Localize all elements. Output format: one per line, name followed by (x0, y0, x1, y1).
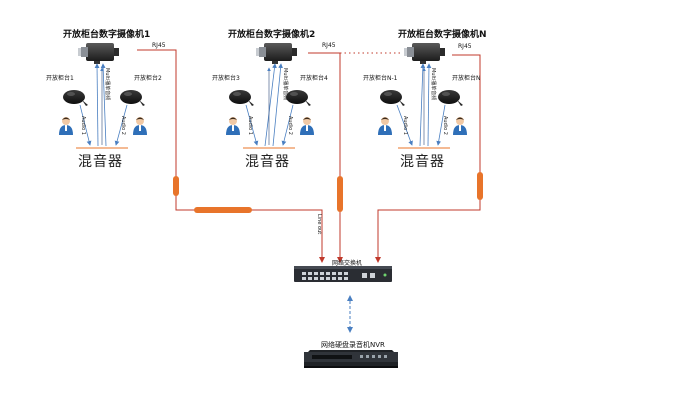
mixer-label: 混音器 (400, 154, 445, 170)
audio-right-label: Audio 2 (442, 116, 448, 135)
nvr-label: 网络硬盘录音机NVR (321, 341, 385, 349)
audio-feed-label: Multi播单音频 (430, 68, 436, 101)
mic-left-label: 开放柜台1 (46, 75, 74, 82)
person-icon (133, 117, 147, 135)
rj45-label: RJ45 (458, 43, 472, 50)
mic-left-label: 开放柜台N-1 (363, 75, 398, 82)
camera-icon (78, 43, 119, 64)
mixer-label: 混音器 (78, 154, 123, 170)
nvr-recorder (304, 350, 398, 368)
audio-left-label: Audio 1 (247, 116, 253, 135)
audio-left-label: Audio 1 (80, 116, 86, 135)
line-out-label: Line out (316, 214, 322, 235)
microphone-icon (380, 90, 405, 106)
rj45-label: RJ45 (322, 42, 336, 49)
rj45-label: RJ45 (152, 42, 166, 49)
microphone-icon (229, 90, 254, 106)
camera-group (378, 43, 467, 149)
microphone-icon (438, 90, 463, 106)
microphone-icon (120, 90, 145, 106)
audio-right-label: Audio 2 (287, 116, 293, 135)
person-icon (226, 117, 240, 135)
camera-icon (404, 43, 445, 64)
camera-title: 开放柜台数字摄像机1 (63, 30, 151, 40)
ferrite-cores (173, 172, 483, 213)
camera-title: 开放柜台数字摄像机N (398, 30, 487, 40)
camera-title: 开放柜台数字摄像机2 (228, 30, 316, 40)
mixer-label: 混音器 (245, 154, 290, 170)
microphone-icon (286, 90, 311, 106)
audio-feed-label: Multi播单音频 (104, 68, 110, 101)
person-icon (59, 117, 73, 135)
mic-left-label: 开放柜台3 (212, 75, 240, 82)
mic-right-label: 开放柜台4 (300, 75, 328, 82)
person-icon (453, 117, 467, 135)
mic-right-label: 开放柜台2 (134, 75, 162, 82)
audio-right-label: Audio 2 (120, 116, 126, 135)
audio-left-label: Audio 1 (402, 116, 408, 135)
camera-group (59, 43, 147, 149)
network-switch (294, 266, 392, 282)
camera-group (226, 43, 314, 149)
audio-feed-label: Multi播单音频 (282, 68, 288, 101)
switch-label: 网络交换机 (332, 260, 363, 267)
person-icon (378, 117, 392, 135)
camera-icon (256, 43, 297, 64)
microphone-icon (63, 90, 88, 106)
mic-right-label: 开放柜台N (452, 75, 481, 82)
person-icon (300, 117, 314, 135)
